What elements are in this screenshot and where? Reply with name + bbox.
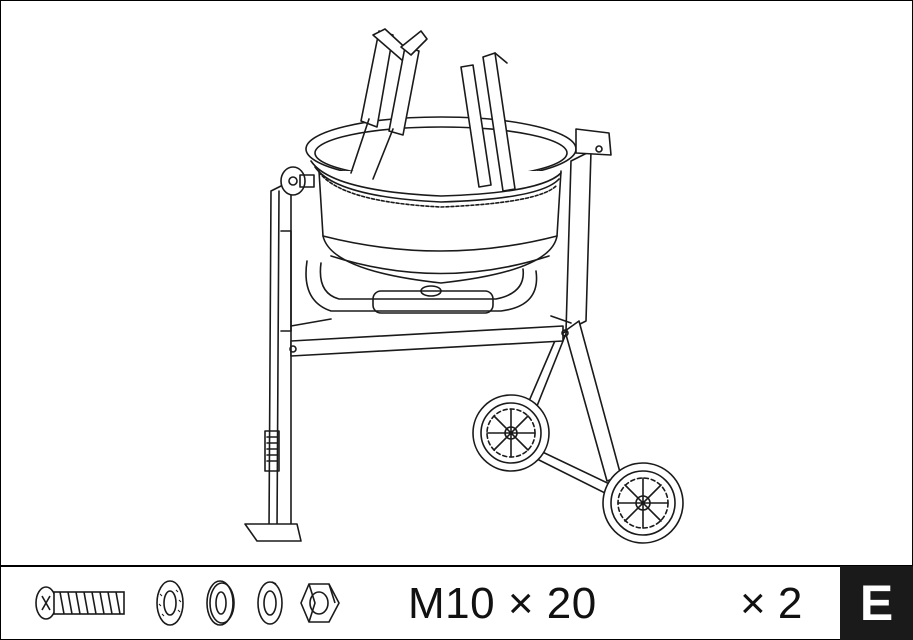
drum-gear-ring [310, 160, 562, 208]
mixer-assembly-illustration [244, 28, 684, 544]
lock-washer-icon [257, 581, 283, 625]
axle-and-wheels [472, 394, 684, 544]
step-label-badge: E [840, 566, 913, 640]
right-leg-frame [510, 128, 622, 482]
hardware-parts-bar [0, 566, 913, 640]
frame-crossbar [289, 315, 572, 357]
parts-divider [0, 565, 913, 567]
mixer-drum [305, 116, 577, 314]
fastener-quantity: × 2 [740, 579, 803, 628]
screw-icon [35, 586, 125, 620]
hex-nut-icon [300, 583, 340, 623]
spring-washer-icon [156, 580, 184, 626]
fastener-spec: M10 × 20 [408, 579, 597, 628]
flat-washer-icon [206, 580, 235, 626]
mixer-paddles [350, 28, 516, 192]
